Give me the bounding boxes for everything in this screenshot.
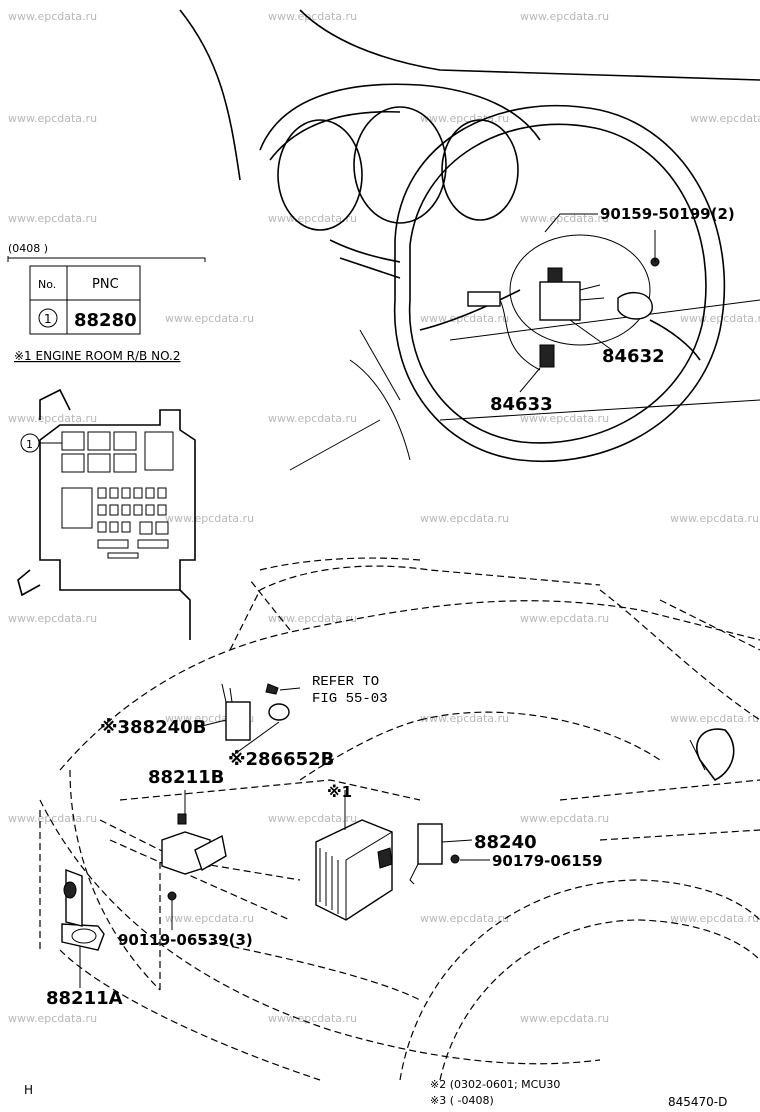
watermark: www.epcdata.ru — [8, 812, 97, 825]
watermark: www.epcdata.ru — [420, 912, 509, 925]
watermark: www.epcdata.ru — [520, 1012, 609, 1025]
watermark: www.epcdata.ru — [690, 112, 760, 125]
watermark: www.epcdata.ru — [268, 10, 357, 23]
watermark: www.epcdata.ru — [268, 612, 357, 625]
part-label-84632: 84632 — [602, 346, 665, 367]
pnc-table: (0408 ) No. PNC 1 88280 — [7, 242, 206, 335]
engine-room-label: ※1 ENGINE ROOM R/B NO.2 — [14, 349, 180, 363]
watermark: www.epcdata.ru — [420, 712, 509, 725]
part-label-84633: 84633 — [490, 394, 553, 415]
watermark: www.epcdata.ru — [8, 112, 97, 125]
watermark: www.epcdata.ru — [420, 312, 509, 325]
watermark: www.epcdata.ru — [268, 212, 357, 225]
figure-code: 845470-D — [668, 1095, 727, 1109]
watermark: www.epcdata.ru — [670, 512, 759, 525]
table-header-no: No. — [38, 278, 56, 291]
ecu-mark-1: ※1 — [327, 783, 352, 801]
table-row-no: 1 — [44, 312, 52, 326]
watermark: www.epcdata.ru — [268, 1012, 357, 1025]
watermark: www.epcdata.ru — [420, 512, 509, 525]
watermark: www.epcdata.ru — [520, 812, 609, 825]
footer-h-mark: H — [24, 1083, 33, 1097]
table-date-range: (0408 ) — [8, 242, 48, 255]
part-label-88240b: ※388240B — [100, 717, 206, 738]
table-header-pnc: PNC — [92, 277, 119, 292]
part-label-90179-06159: 90179-06159 — [492, 852, 603, 870]
part-label-88240: 88240 — [474, 832, 537, 853]
watermark: www.epcdata.ru — [670, 712, 759, 725]
watermark: www.epcdata.ru — [670, 912, 759, 925]
watermark: www.epcdata.ru — [8, 1012, 97, 1025]
watermark: www.epcdata.ru — [8, 10, 97, 23]
table-row-pnc: 88280 — [74, 310, 137, 331]
part-label-88211a: 88211A — [46, 988, 123, 1009]
watermark: www.epcdata.ru — [8, 212, 97, 225]
watermarks: www.epcdata.ru www.epcdata.ru www.epcdat… — [8, 10, 760, 1025]
watermark: www.epcdata.ru — [165, 912, 254, 925]
watermark: www.epcdata.ru — [165, 312, 254, 325]
relay-callout-number: 1 — [26, 438, 33, 451]
footer-note-3: ※3 ( -0408) — [430, 1094, 494, 1107]
watermark: www.epcdata.ru — [520, 10, 609, 23]
component-drawings — [61, 683, 460, 951]
part-label-90119-06539: 90119-06539(3) — [118, 931, 253, 949]
car-body-drawing — [39, 557, 760, 1081]
footer-note-2: ※2 (0302-0601; MCU30 — [430, 1078, 560, 1091]
part-label-90159-50199: 90159-50199(2) — [600, 205, 735, 223]
refer-label-line1: REFER TO — [312, 674, 379, 690]
steering-wheel-drawing — [179, 9, 760, 471]
watermark: www.epcdata.ru — [8, 612, 97, 625]
refer-label-line2: FIG 55-03 — [312, 691, 388, 707]
watermark: www.epcdata.ru — [165, 512, 254, 525]
part-label-88211b: 88211B — [148, 767, 224, 788]
watermark: www.epcdata.ru — [520, 612, 609, 625]
watermark: www.epcdata.ru — [8, 412, 97, 425]
part-label-86652b: ※286652B — [228, 749, 334, 770]
watermark: www.epcdata.ru — [680, 312, 760, 325]
watermark: www.epcdata.ru — [520, 412, 609, 425]
watermark: www.epcdata.ru — [268, 812, 357, 825]
leader-lines-top — [519, 213, 656, 393]
relay-block-drawing — [17, 388, 196, 640]
watermark: www.epcdata.ru — [420, 112, 509, 125]
watermark: www.epcdata.ru — [268, 412, 357, 425]
leader-lines-bottom — [79, 719, 490, 988]
watermark: www.epcdata.ru — [520, 212, 609, 225]
